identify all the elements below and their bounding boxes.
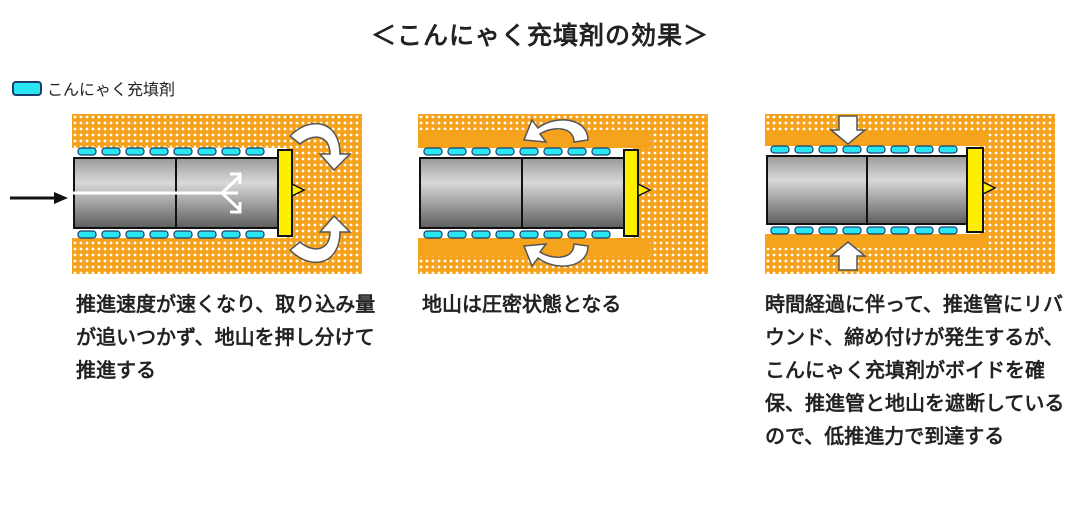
pipe-segment-2	[521, 157, 625, 229]
grout-top	[770, 145, 958, 154]
compaction-zone-top	[765, 132, 987, 146]
rotate-arrow-bottom	[522, 243, 589, 268]
pipe-segment-1	[766, 155, 868, 225]
legend: こんにゃく充填剤	[12, 76, 175, 100]
rotate-arrow-top	[522, 118, 589, 143]
cutter-tip	[637, 182, 652, 198]
caption-advancing: 推進速度が速くなり、取り込み量が追いつかず、地山を押し分けて推進する	[76, 292, 376, 382]
pipe-head	[966, 147, 984, 233]
grout-top	[423, 147, 611, 156]
rotate-arrow-top	[288, 122, 352, 172]
pipe-segment-1	[419, 157, 523, 229]
pressure-arrow-down	[828, 115, 868, 145]
diagram-panel-advancing	[72, 114, 362, 274]
compaction-zone-bottom	[765, 234, 987, 248]
caption-rebound: 時間経過に伴って、推進管にリバウンド、締め付けが発生するが、こんにゃく充填剤がボ…	[765, 292, 1065, 448]
pipe-segment-2	[866, 155, 968, 225]
legend-swatch	[12, 80, 42, 96]
cutter-tip	[982, 180, 997, 196]
rotate-arrow-bottom	[288, 214, 352, 264]
diagram-panel-rebound	[765, 114, 1055, 274]
cutter-tip	[291, 182, 306, 198]
page-title: ＜こんにゃく充填剤の効果＞	[370, 21, 709, 50]
push-arrow-icon	[10, 192, 68, 204]
pressure-arrow-up	[828, 241, 868, 271]
grout-bottom	[77, 230, 265, 239]
pipe-head	[623, 149, 639, 237]
flow-arrows	[72, 172, 242, 214]
legend-label: こんにゃく充填剤	[47, 80, 176, 99]
pipe-head	[277, 149, 293, 237]
grout-bottom	[423, 230, 611, 239]
grout-top	[77, 147, 265, 156]
diagram-panel-compacted	[418, 114, 708, 274]
grout-bottom	[770, 226, 958, 235]
caption-compacted: 地山は圧密状態となる	[422, 292, 622, 316]
